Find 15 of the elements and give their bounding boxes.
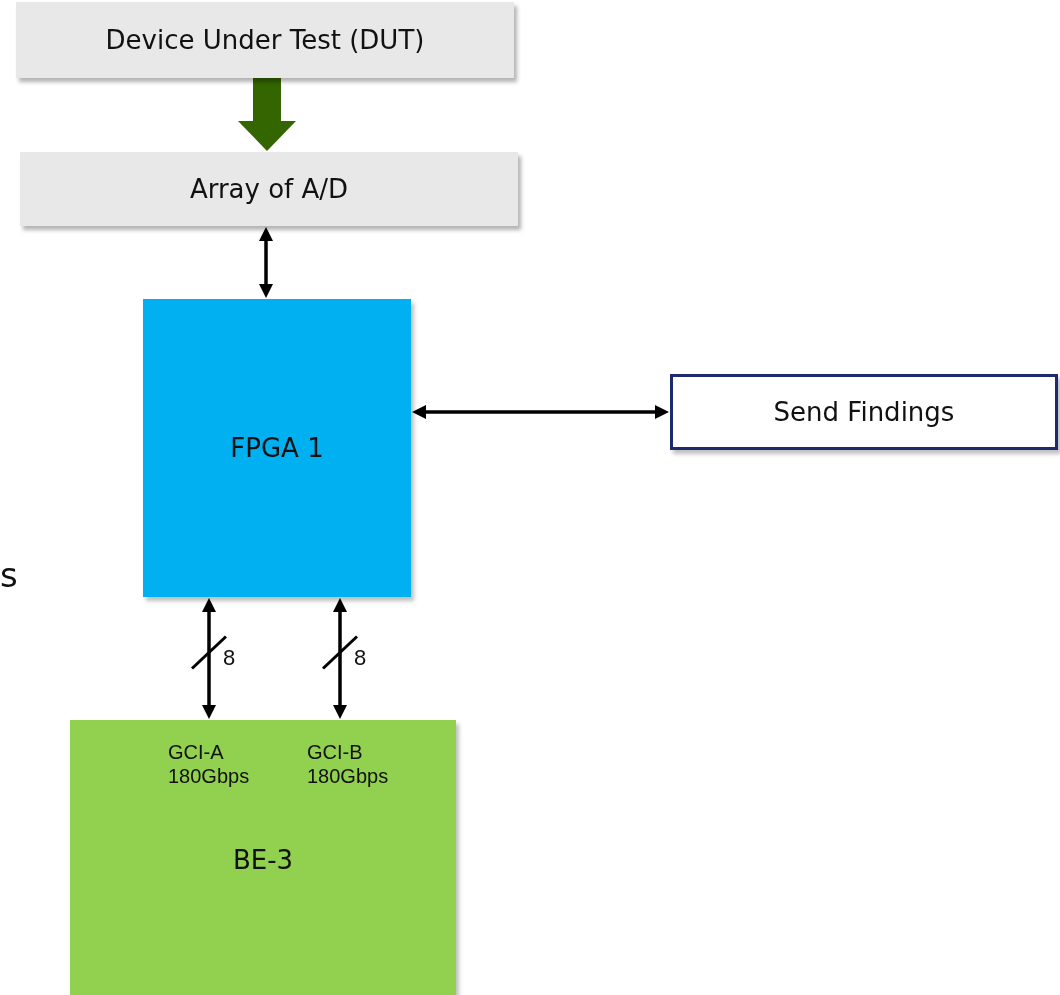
box-label: Array of A/D [189, 174, 349, 204]
edge-label: 8 [354, 644, 367, 671]
fpga-block [143, 299, 411, 597]
process-box [16, 2, 514, 78]
process-box [20, 152, 518, 226]
port-label: GCI-A 180Gbps [168, 740, 251, 788]
box-label: FPGA 1 [230, 433, 324, 463]
edge-label: 8 [223, 644, 236, 671]
text-fragment: s [0, 555, 18, 595]
port-label: GCI-B 180Gbps [307, 740, 390, 788]
processor-block [70, 720, 456, 995]
output-box [670, 374, 1058, 450]
box-label: Send Findings [773, 397, 955, 427]
block-label: BE-3 [231, 845, 295, 875]
box-label: Device Under Test (DUT) [105, 25, 425, 55]
